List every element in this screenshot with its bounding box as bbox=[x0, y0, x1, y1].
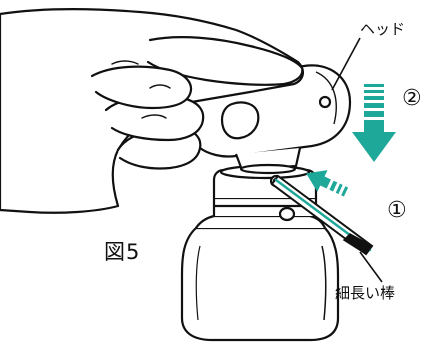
head-leader-line bbox=[332, 38, 360, 90]
step-2-label: ② bbox=[402, 88, 422, 110]
container-shoulder bbox=[196, 216, 325, 228]
head-screw-icon bbox=[320, 97, 330, 107]
container-knob bbox=[280, 208, 294, 220]
thin-stick-label: 細長い棒 bbox=[335, 282, 395, 303]
head-label: ヘッド bbox=[360, 18, 405, 39]
hand-fingernail bbox=[222, 102, 258, 138]
step-1-label: ① bbox=[387, 200, 407, 222]
stick-leader-line bbox=[360, 252, 382, 282]
figure-label: 図5 bbox=[104, 236, 140, 266]
container bbox=[182, 166, 338, 340]
down-arrow-icon bbox=[352, 84, 396, 162]
container-body bbox=[182, 228, 338, 340]
